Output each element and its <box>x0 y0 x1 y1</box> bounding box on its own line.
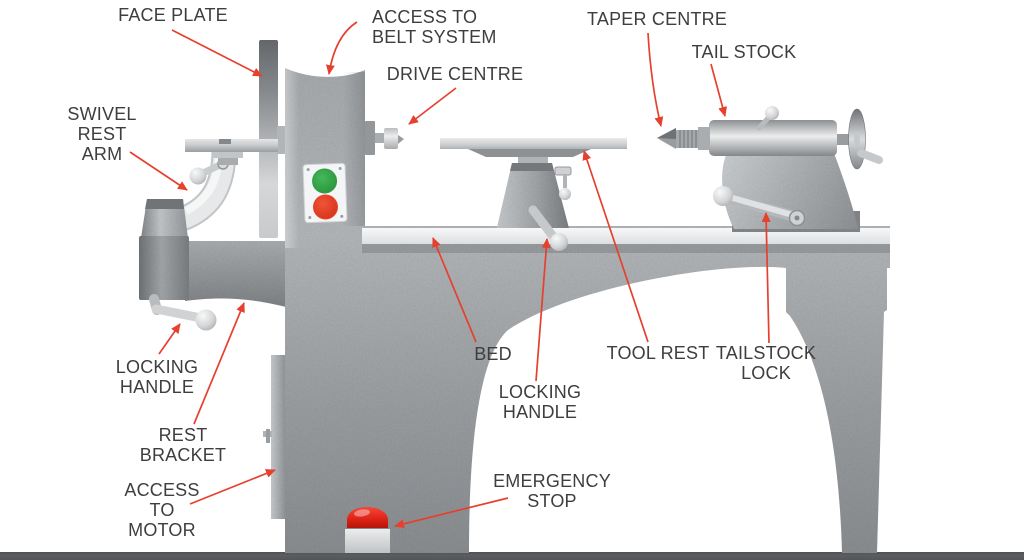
label-taper-centre: TAPER CENTRE <box>587 9 728 29</box>
arrow-access-motor <box>189 469 276 505</box>
quill-lock-lever <box>756 106 779 131</box>
label-tailstock-lock: TAILSTOCK LOCK <box>715 343 817 383</box>
start-button <box>312 168 338 194</box>
tailstock <box>657 106 883 232</box>
label-face-plate: FACE PLATE <box>118 5 228 25</box>
tool-rest-locking-handle <box>528 205 568 251</box>
label-locking-handle-centre: LOCKING HANDLE <box>498 382 582 422</box>
control-panel <box>302 162 348 224</box>
arrow-emergency-stop <box>394 497 509 529</box>
emergency-stop-button <box>345 507 390 553</box>
arrow-taper-centre <box>647 32 664 127</box>
crank-handle <box>857 149 883 164</box>
arrow-face-plate <box>171 29 263 77</box>
locking-handle-left <box>149 294 217 331</box>
rest-bracket <box>185 241 300 311</box>
tool-rest <box>440 138 627 251</box>
tool-rest-clamp <box>554 166 572 200</box>
swivel-socket <box>139 199 189 300</box>
tailstock-lock-lever <box>713 186 806 227</box>
left-tool-rest-bar <box>185 139 278 165</box>
label-drive-centre: DRIVE CENTRE <box>386 64 524 84</box>
floor <box>0 552 1024 560</box>
label-locking-handle-left: LOCKING HANDLE <box>115 357 199 397</box>
quill-collar <box>698 127 710 150</box>
label-tool-rest: TOOL REST <box>606 343 710 363</box>
motor-access-panel <box>263 355 285 519</box>
arrow-locking-handle-centre <box>535 238 551 382</box>
label-access-belt: ACCESS TO BELT SYSTEM <box>372 7 497 47</box>
taper-centre <box>657 128 699 149</box>
tailstock-quill-housing <box>709 120 837 156</box>
arrow-tailstock-lock <box>761 212 771 344</box>
arrow-access-belt <box>325 21 358 75</box>
headstock-and-legs <box>285 68 890 553</box>
arrow-tool-rest <box>582 150 649 343</box>
spindle-hub <box>277 126 286 154</box>
label-access-motor: ACCESS TO MOTOR <box>124 480 200 540</box>
arrow-tail-stock <box>710 63 728 117</box>
stop-button <box>312 194 338 220</box>
annotation-arrows <box>129 21 771 529</box>
arrow-bed <box>432 237 477 343</box>
arrow-swivel-rest-arm <box>129 151 188 191</box>
drive-centre <box>365 121 404 155</box>
label-tail-stock: TAIL STOCK <box>691 42 797 62</box>
headstock-highlight <box>285 68 299 248</box>
arrow-drive-centre <box>408 87 457 125</box>
label-rest-bracket: REST BRACKET <box>139 425 227 465</box>
label-emergency-stop: EMERGENCY STOP <box>493 471 611 511</box>
handwheel <box>837 108 883 170</box>
label-swivel-rest-arm: SWIVEL REST ARM <box>67 104 137 164</box>
arrow-locking-handle-left <box>158 323 181 355</box>
swivel-rest-arm <box>139 139 278 331</box>
arrow-rest-bracket <box>193 302 245 425</box>
headstock-shade <box>343 72 365 226</box>
label-bed: BED <box>474 344 512 364</box>
